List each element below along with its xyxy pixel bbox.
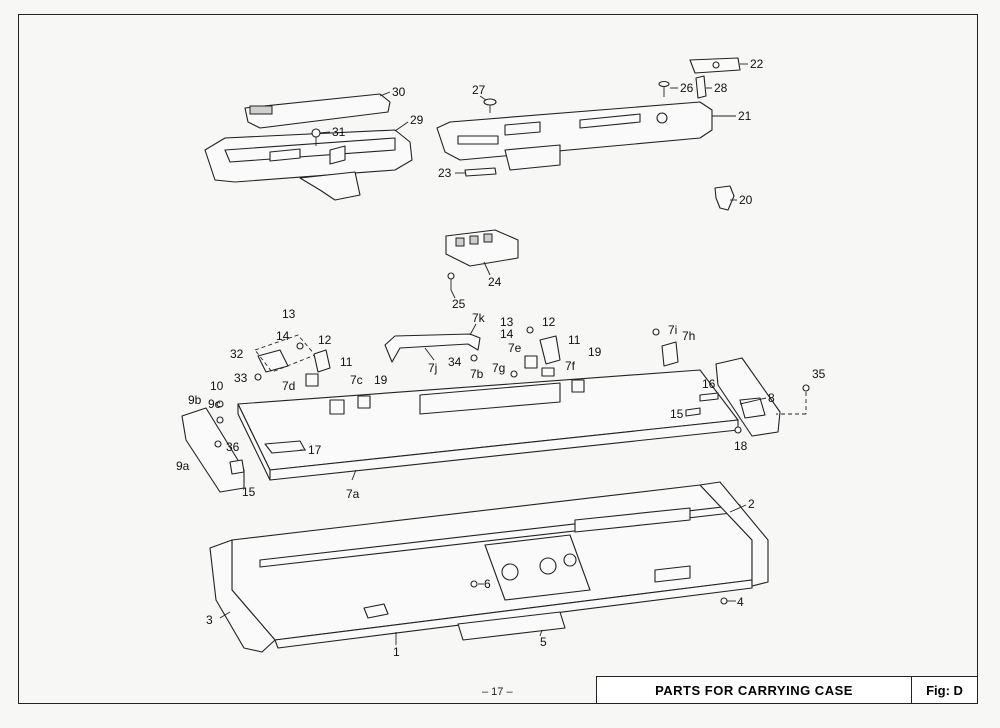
leader-lines	[219, 63, 767, 645]
callout: 16	[702, 377, 716, 391]
callout: 19	[588, 345, 602, 359]
page-number: – 17 –	[482, 686, 513, 698]
part-35-screw	[776, 384, 810, 415]
callout: 31	[332, 125, 346, 139]
figure-label: Fig: D	[912, 676, 978, 704]
brackets-center	[470, 326, 561, 378]
callout: 7k	[472, 311, 486, 325]
part-7j-handle	[384, 333, 481, 363]
part-5-plate	[457, 611, 566, 641]
callout: 19	[374, 373, 388, 387]
callout: 9b	[188, 393, 202, 407]
callout: 18	[734, 439, 748, 453]
part-26-screw	[658, 80, 670, 97]
part-2-end-right	[699, 481, 769, 587]
brackets-right	[652, 328, 679, 367]
callout: 7b	[470, 367, 484, 381]
part-6-screw	[470, 580, 478, 588]
part-29-upper-cover	[204, 129, 413, 201]
callout: 14	[276, 329, 290, 343]
part-9a-end-cap	[181, 400, 245, 493]
part-28-clip	[695, 75, 707, 99]
callout: 2	[748, 497, 755, 511]
callout: 13	[500, 315, 514, 329]
callout: 36	[226, 440, 240, 454]
callout: 9c	[208, 397, 221, 411]
callout: 7j	[428, 361, 437, 375]
part-15-16-18-small	[685, 392, 742, 434]
callout: 4	[737, 595, 744, 609]
callout: 7g	[492, 361, 505, 375]
callout: 35	[812, 367, 826, 381]
callout: 11	[568, 333, 581, 347]
part-24-block	[445, 229, 519, 267]
callout: 12	[318, 333, 332, 347]
callout: 33	[234, 371, 248, 385]
page-title: PARTS FOR CARRYING CASE	[596, 676, 912, 704]
part-3-end-left	[209, 539, 276, 653]
callout: 28	[714, 81, 728, 95]
callout: 5	[540, 635, 547, 649]
callout: 8	[768, 391, 775, 405]
callout: 7c	[350, 373, 363, 387]
part-4-screw	[720, 597, 728, 605]
callout: 7i	[668, 323, 677, 337]
part-30-lid	[244, 93, 391, 129]
callout: 20	[739, 193, 753, 207]
part-1-base	[231, 484, 753, 649]
callout: 7d	[282, 379, 295, 393]
part-31-screw	[311, 128, 321, 146]
part-23-bar	[464, 167, 497, 177]
part-22-plate	[689, 57, 741, 74]
callout: 34	[448, 355, 462, 369]
callout: 23	[438, 166, 452, 180]
drawing-frame	[18, 14, 978, 704]
part-20-latch	[714, 185, 735, 211]
callout: 7e	[508, 341, 522, 355]
part-7a-tray	[237, 369, 739, 481]
callout: 14	[500, 327, 514, 341]
callout: 7h	[682, 329, 695, 343]
callout: 24	[488, 275, 502, 289]
callout: 15	[670, 407, 684, 421]
callout: 15	[242, 485, 256, 499]
part-25-screw	[447, 272, 455, 290]
callout-labels: 30 29 31 27 26 28 22 21 23 20 24 25 13 1…	[176, 57, 826, 659]
callout: 7f	[565, 359, 576, 373]
callout: 17	[308, 443, 322, 457]
callout: 10	[210, 379, 224, 393]
callout: 26	[680, 81, 694, 95]
brackets-left	[254, 334, 331, 387]
callout: 11	[340, 355, 353, 369]
callout: 27	[472, 83, 486, 97]
callout: 21	[738, 109, 752, 123]
callout: 6	[484, 577, 491, 591]
callout: 12	[542, 315, 556, 329]
callout: 3	[206, 613, 213, 627]
callout: 13	[282, 307, 296, 321]
callout: 22	[750, 57, 764, 71]
callout: 1	[393, 645, 400, 659]
part-21-panel	[436, 101, 713, 171]
callout: 25	[452, 297, 466, 311]
callout: 29	[410, 113, 424, 127]
callout: 32	[230, 347, 244, 361]
part-27-screw	[483, 98, 497, 113]
callout: 9a	[176, 459, 190, 473]
callout: 30	[392, 85, 406, 99]
callout: 7a	[346, 487, 360, 501]
